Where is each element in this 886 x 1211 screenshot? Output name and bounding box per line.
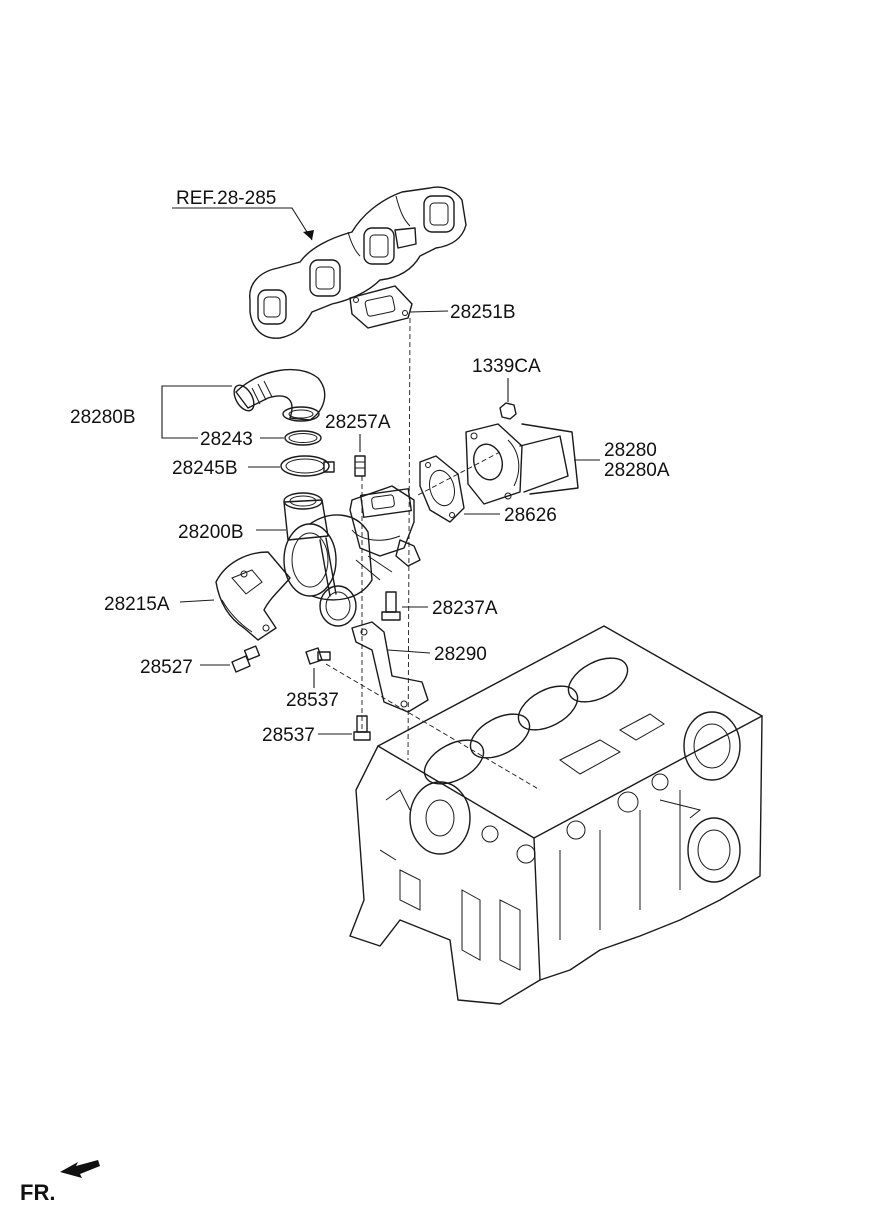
heat-shield — [215, 551, 291, 641]
exhaust-manifold — [249, 186, 467, 339]
label-28243: 28243 — [200, 429, 253, 450]
label-28245B: 28245B — [172, 458, 238, 479]
label-1339CA: 1339CA — [472, 356, 541, 377]
bolt-28537-upper — [305, 647, 331, 665]
hose-clamp — [280, 455, 335, 477]
front-arrow-icon — [60, 1160, 100, 1178]
support-bracket — [351, 621, 429, 713]
label-28537-upper: 28537 — [286, 690, 339, 711]
label-28280A: 28280A — [604, 460, 670, 481]
label-28200B: 28200B — [178, 522, 244, 543]
o-ring — [284, 430, 322, 446]
label-28537-lower: 28537 — [262, 725, 315, 746]
nut — [499, 402, 517, 420]
turbocharger — [283, 485, 421, 627]
intake-elbow-hose — [233, 368, 326, 422]
stud-bolt — [354, 455, 366, 477]
label-28280B: 28280B — [70, 407, 136, 428]
label-28626: 28626 — [504, 505, 557, 526]
engine-block — [349, 625, 763, 1005]
bolt-28537-lower — [353, 715, 371, 741]
bolt-28527 — [231, 645, 261, 673]
outlet-gasket — [419, 455, 465, 523]
label-28527: 28527 — [140, 657, 193, 678]
label-28280: 28280 — [604, 440, 657, 461]
label-28257A: 28257A — [325, 412, 391, 433]
label-28237A: 28237A — [432, 598, 498, 619]
label-28251B: 28251B — [450, 302, 516, 323]
front-direction-label: FR. — [20, 1180, 55, 1205]
ref-label: REF.28-285 — [176, 188, 276, 209]
label-28290: 28290 — [434, 644, 487, 665]
exhaust-outlet-pipe — [465, 423, 579, 505]
label-28215A: 28215A — [104, 594, 170, 615]
bolt-28237A — [381, 591, 401, 621]
manifold-gasket — [349, 285, 413, 329]
